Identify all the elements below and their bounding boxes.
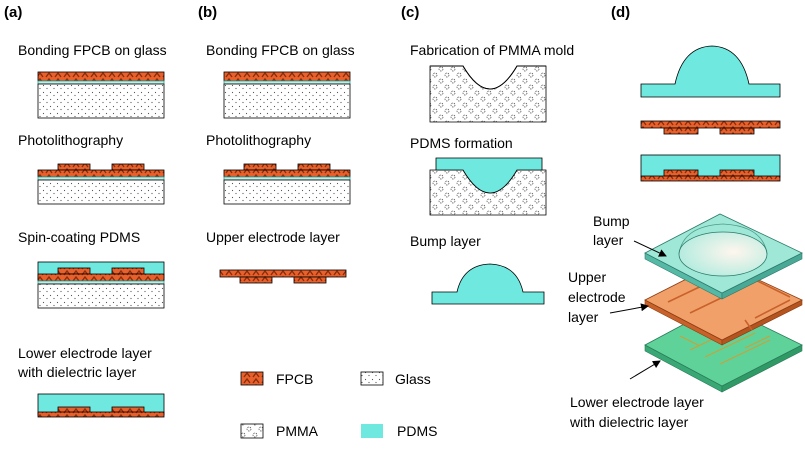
panel-label-a: (a): [4, 4, 22, 21]
d-callout-upper-line1: Upper: [568, 269, 606, 285]
c-step1-title: Fabrication of PMMA mold: [410, 42, 574, 58]
b-step2-title: Photolithography: [206, 132, 311, 148]
legend-fpcb-label: FPCB: [276, 371, 313, 387]
d-callout-upper-line3: layer: [568, 309, 599, 325]
b-step1-title: Bonding FPCB on glass: [206, 42, 355, 58]
a-step4-title-line2: with dielectric layer: [17, 364, 137, 380]
b-step2-stack: [223, 163, 351, 205]
d-callout-bump-line1: Bump: [593, 213, 630, 229]
legend: FPCB Glass PMMA PDMS: [240, 371, 437, 439]
d-bump-layer-cross-section: [640, 45, 781, 98]
panel-label-b: (b): [198, 4, 217, 21]
d-callout-upper-arrow: [609, 303, 649, 314]
d-callout-lower-arrow: [629, 360, 661, 380]
d-callout-upper-line2: electrode: [568, 289, 626, 305]
legend-pdms-swatch: [361, 424, 383, 438]
d-callout-bump-arrow: [633, 240, 667, 257]
a-step1-stack: [37, 71, 165, 119]
legend-fpcb-swatch: [240, 371, 264, 386]
b-step3-stack: [219, 269, 347, 284]
legend-pmma-swatch: [240, 423, 264, 439]
d-lower-electrode-cross-section: [640, 154, 781, 182]
d-upper-electrode-cross-section: [640, 120, 781, 135]
legend-pdms-label: PDMS: [397, 423, 437, 439]
a-step4-title-line1: Lower electrode layer: [18, 345, 152, 361]
a-step2-title: Photolithography: [18, 132, 123, 148]
c-step2-title: PDMS formation: [410, 135, 513, 151]
panel-label-c: (c): [401, 4, 419, 21]
c-pdms-formation: [429, 157, 547, 216]
a-step1-title: Bonding FPCB on glass: [18, 42, 167, 58]
a-step2-stack: [37, 163, 165, 205]
legend-glass-swatch: [360, 371, 384, 386]
legend-pmma-label: PMMA: [276, 423, 319, 439]
d-callout-bump-line2: layer: [593, 232, 624, 248]
d-exploded-bump-layer: [644, 213, 803, 300]
b-step3-title: Upper electrode layer: [206, 229, 340, 245]
a-step3-stack: [37, 261, 165, 309]
c-step3-title: Bump layer: [410, 233, 481, 249]
d-callout-lower-line1: Lower electrode layer: [570, 394, 704, 410]
b-step1-stack: [223, 71, 351, 119]
legend-glass-label: Glass: [395, 371, 431, 387]
a-step3-title: Spin-coating PDMS: [18, 229, 140, 245]
c-pmma-mold: [429, 65, 547, 123]
d-callout-lower-line2: with dielectric layer: [569, 414, 689, 430]
a-step4-stack: [37, 393, 165, 418]
c-bump-layer: [431, 263, 545, 305]
panel-label-d: (d): [611, 4, 630, 21]
